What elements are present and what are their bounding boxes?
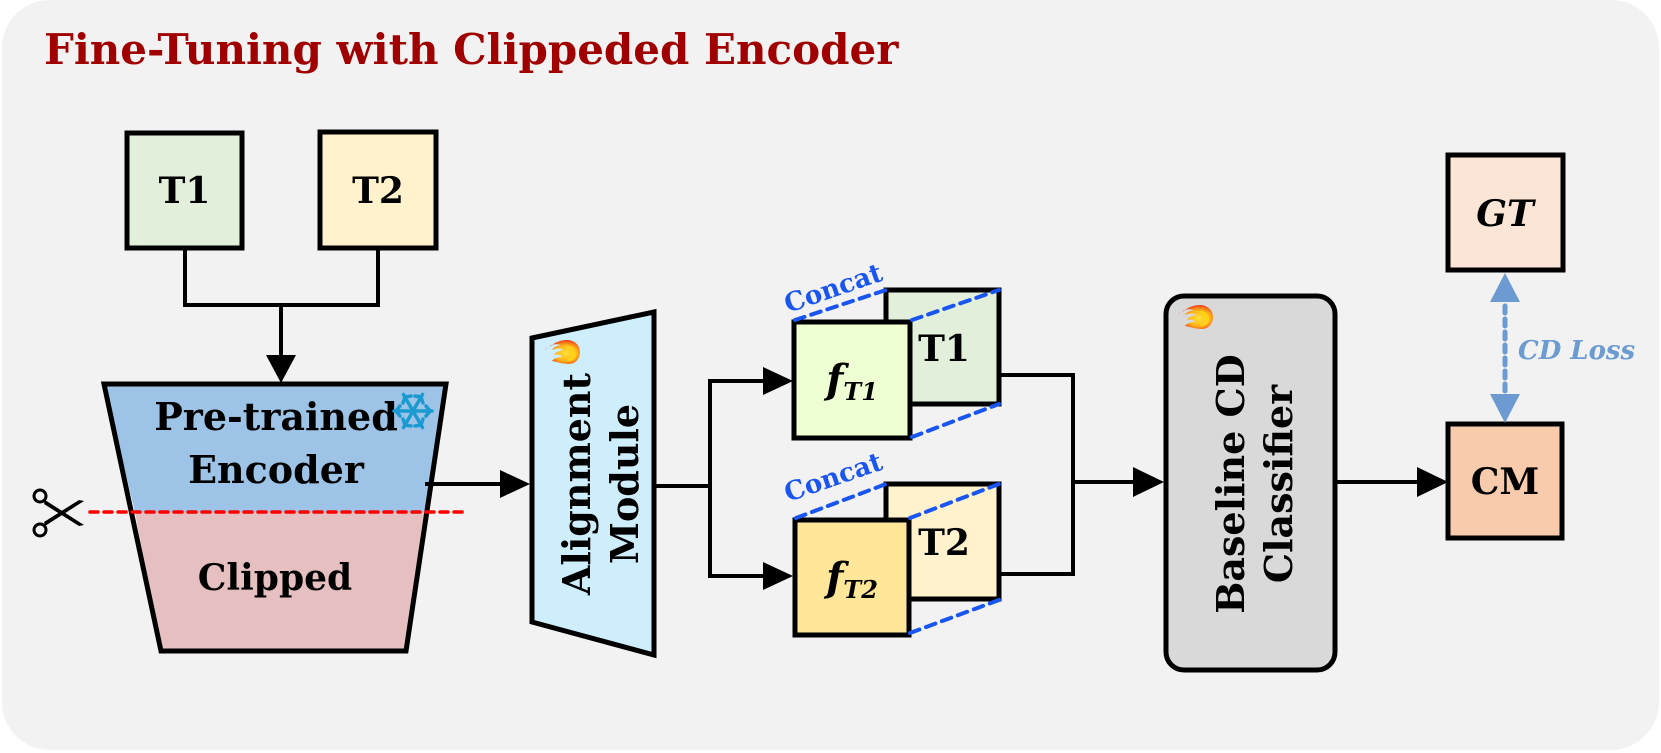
loss-arrowhead-up <box>1490 273 1520 302</box>
alignment-label-line2: Module <box>602 404 647 564</box>
diagram-title: Fine-Tuning with Clippeded Encoder <box>44 25 899 74</box>
alignment-module: Alignment Module <box>529 308 657 659</box>
arrowhead-into-ft1 <box>763 367 793 395</box>
input-t1-label: T1 <box>159 170 211 212</box>
arrowhead-into-classifier <box>1133 467 1164 497</box>
gt-label: GT <box>1476 193 1536 235</box>
feature-t1-label: T1 <box>918 328 970 370</box>
cd-loss-connector: CD Loss <box>1490 273 1636 423</box>
alignment-label-line1: Alignment <box>554 372 599 596</box>
feature-ft1-label: fT1 <box>823 356 878 406</box>
pretrained-encoder: Pre-trained Encoder Clipped <box>100 381 449 654</box>
feature-merge-connector <box>999 373 1164 576</box>
cm-label: CM <box>1471 461 1540 503</box>
scissors-icon <box>32 488 84 538</box>
classifier-label-line1: Baseline CD <box>1208 354 1253 613</box>
arrowhead-into-alignment <box>500 470 530 498</box>
input-merge-connector <box>183 248 380 383</box>
snowflake-icon <box>392 392 434 430</box>
input-t1-box: T1 <box>124 130 245 251</box>
feature-ft2-label: fT2 <box>823 554 878 604</box>
ground-truth-box: GT <box>1445 152 1566 273</box>
classifier-label-line2: Classifier <box>1256 384 1301 583</box>
feature-group-t1: T1 fT1 Concat <box>781 258 1002 441</box>
input-t2-box: T2 <box>317 129 439 251</box>
encoder-label-line2: Encoder <box>188 447 365 492</box>
baseline-cd-classifier: Baseline CD Classifier <box>1163 293 1338 673</box>
arrowhead-into-ft2 <box>763 562 793 590</box>
cd-loss-label: CD Loss <box>1518 336 1636 366</box>
arrowhead-into-cm <box>1417 467 1448 497</box>
alignment-split-connector <box>654 367 793 590</box>
change-map-box: CM <box>1445 421 1565 541</box>
loss-arrowhead-down <box>1490 394 1520 423</box>
encoder-label-line1: Pre-trained <box>154 394 398 439</box>
input-t2-label: T2 <box>352 170 404 212</box>
clipped-label: Clipped <box>198 557 352 599</box>
arrowhead-into-encoder <box>266 355 296 383</box>
feature-t2-label: T2 <box>918 522 970 564</box>
